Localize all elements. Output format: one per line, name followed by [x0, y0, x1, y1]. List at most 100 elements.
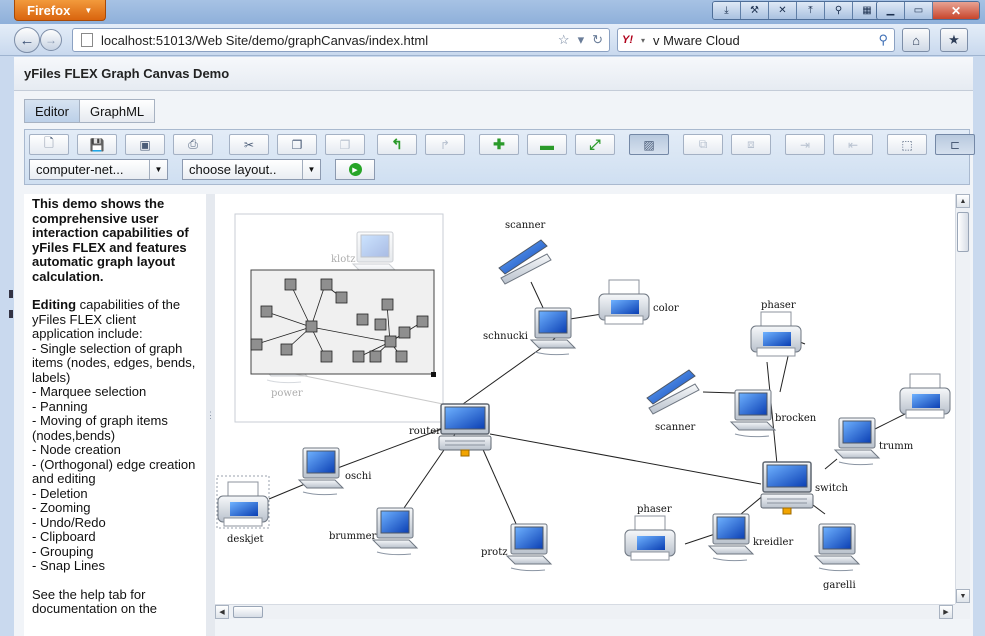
horizontal-scrollbar[interactable]: ◀ ▶: [215, 604, 955, 619]
node-label: phaser: [761, 300, 796, 311]
node-color[interactable]: color: [598, 279, 679, 325]
node-deskjet[interactable]: deskjet: [216, 475, 270, 545]
zoom-in-icon: ✚: [493, 136, 505, 152]
vertical-scroll-thumb[interactable]: [957, 212, 969, 252]
node-label: deskjet: [227, 534, 264, 545]
window-controls: ▁ ▭ ✕: [876, 1, 980, 20]
reload-icon[interactable]: ↻: [592, 32, 603, 47]
list-item: - Snap Lines: [32, 558, 105, 573]
graph-canvas[interactable]: klotz power: [215, 194, 955, 618]
navigation-bar: ← → localhost:51013/Web Site/demo/graphC…: [0, 24, 985, 56]
scroll-right-icon[interactable]: ▶: [939, 605, 953, 619]
undo-button[interactable]: ↰: [377, 134, 417, 155]
node-router[interactable]: router: [409, 403, 492, 457]
overview-button[interactable]: ▨: [629, 134, 669, 155]
paste-button[interactable]: ❐: [325, 134, 365, 155]
tab-graphml[interactable]: GraphML: [79, 99, 156, 123]
orthogonal-edges-button[interactable]: ⊏: [935, 134, 975, 155]
node-label: power: [271, 388, 303, 399]
yahoo-icon[interactable]: Y!: [622, 34, 633, 46]
help-hint: See the help tab for documentation on th…: [32, 586, 158, 616]
pin-icon[interactable]: ⚲: [825, 2, 853, 19]
forward-button[interactable]: →: [40, 29, 62, 51]
export-image-button[interactable]: ▣: [125, 134, 165, 155]
list-item: - Node creation: [32, 442, 121, 457]
node-brocken[interactable]: brocken: [730, 389, 817, 438]
print-button[interactable]: ⎙: [173, 134, 213, 155]
node-switch[interactable]: switch: [760, 461, 849, 515]
search-input[interactable]: v Mware Cloud: [653, 32, 740, 48]
exit-group-button[interactable]: ⇤: [833, 134, 873, 155]
snap-lines-button[interactable]: ⬚: [887, 134, 927, 155]
home-button[interactable]: ⌂: [902, 28, 930, 52]
node-brummer[interactable]: brummer: [329, 507, 418, 556]
node-protz[interactable]: protz: [481, 523, 552, 572]
layout-select-value: choose layout..: [189, 162, 277, 177]
intro-text: This demo shows the comprehensive user i…: [32, 196, 189, 284]
node-schnucki[interactable]: schnucki: [483, 307, 576, 356]
graph-select[interactable]: computer-net... ▼: [29, 159, 168, 180]
horizontal-scroll-thumb[interactable]: [233, 606, 263, 618]
list-item: - Marquee selection: [32, 384, 147, 399]
group-button[interactable]: ⧉: [683, 134, 723, 155]
play-icon: ▶: [348, 163, 362, 176]
node-printer-right[interactable]: [899, 373, 951, 419]
panel-splitter[interactable]: ⋮: [206, 194, 215, 636]
list-item: - Grouping: [32, 543, 94, 559]
fit-content-button[interactable]: ⤢: [575, 134, 615, 155]
export-image-icon: ▣: [139, 137, 151, 152]
scroll-left-icon[interactable]: ◀: [215, 605, 229, 619]
node-oschi[interactable]: oschi: [298, 447, 371, 496]
ungroup-button[interactable]: ⧈: [731, 134, 771, 155]
node-phaser-2[interactable]: phaser: [624, 504, 676, 561]
ungroup-icon: ⧈: [747, 137, 755, 151]
close-window-button[interactable]: ✕: [933, 2, 979, 19]
new-document-button[interactable]: 🗋: [29, 134, 69, 155]
layout-select[interactable]: choose layout.. ▼: [182, 159, 321, 180]
tools-icon[interactable]: ⚒: [741, 2, 769, 19]
redo-button[interactable]: ↱: [425, 134, 465, 155]
search-icon[interactable]: ⚲: [878, 32, 888, 47]
node-garelli[interactable]: garelli: [814, 523, 860, 591]
forward-arrow-icon: →: [45, 33, 57, 47]
node-kreidler[interactable]: kreidler: [708, 513, 793, 562]
node-label: phaser: [637, 504, 672, 515]
node-scanner-2[interactable]: scanner: [646, 369, 700, 433]
print-icon: ⎙: [188, 137, 198, 151]
bookmark-star-icon[interactable]: ☆: [557, 32, 570, 47]
scroll-up-icon[interactable]: ▲: [956, 194, 970, 208]
vertical-scrollbar[interactable]: ▲ ▼: [955, 194, 970, 618]
upload-icon[interactable]: ⤒: [797, 2, 825, 19]
menu-button[interactable]: ★: [940, 28, 968, 52]
back-button[interactable]: ←: [14, 27, 40, 53]
app-header: yFiles FLEX Graph Canvas Demo: [14, 57, 973, 91]
minimize-button[interactable]: ▁: [877, 2, 905, 19]
graph-svg: klotz power: [216, 213, 951, 591]
save-button[interactable]: 💾: [77, 134, 117, 155]
url-bar[interactable]: localhost:51013/Web Site/demo/graphCanva…: [72, 28, 610, 52]
node-scanner-1[interactable]: scanner: [498, 220, 552, 285]
zoom-in-button[interactable]: ✚: [479, 134, 519, 155]
overview-panel[interactable]: klotz power: [234, 213, 444, 423]
cut-button[interactable]: ✂: [229, 134, 269, 155]
maximize-button[interactable]: ▭: [905, 2, 933, 19]
node-trumm[interactable]: trumm: [834, 417, 914, 466]
run-layout-button[interactable]: ▶: [335, 159, 375, 180]
engine-dropdown-icon[interactable]: ▾: [641, 35, 646, 45]
tab-editor[interactable]: Editor: [24, 99, 80, 123]
copy-button[interactable]: ❐: [277, 134, 317, 155]
overview-icon: ▨: [643, 137, 655, 152]
enter-group-button[interactable]: ⇥: [785, 134, 825, 155]
firefox-menu-button[interactable]: Firefox ▼: [14, 0, 106, 21]
dropdown-icon[interactable]: ▾: [577, 32, 585, 47]
node-label: klotz: [331, 254, 356, 265]
list-item: - Moving of graph items (nodes,bends): [32, 413, 168, 443]
app-title: yFiles FLEX Graph Canvas Demo: [24, 66, 230, 81]
download-icon[interactable]: ⤓: [713, 2, 741, 19]
node-phaser-1[interactable]: phaser: [750, 300, 802, 357]
tiles-icon[interactable]: ▦: [853, 2, 881, 19]
close-tabs-icon[interactable]: ✕: [769, 2, 797, 19]
zoom-out-button[interactable]: ▬: [527, 134, 567, 155]
scroll-down-icon[interactable]: ▼: [956, 589, 970, 603]
search-bar[interactable]: Y! ▾ v Mware Cloud ⚲: [617, 28, 895, 52]
